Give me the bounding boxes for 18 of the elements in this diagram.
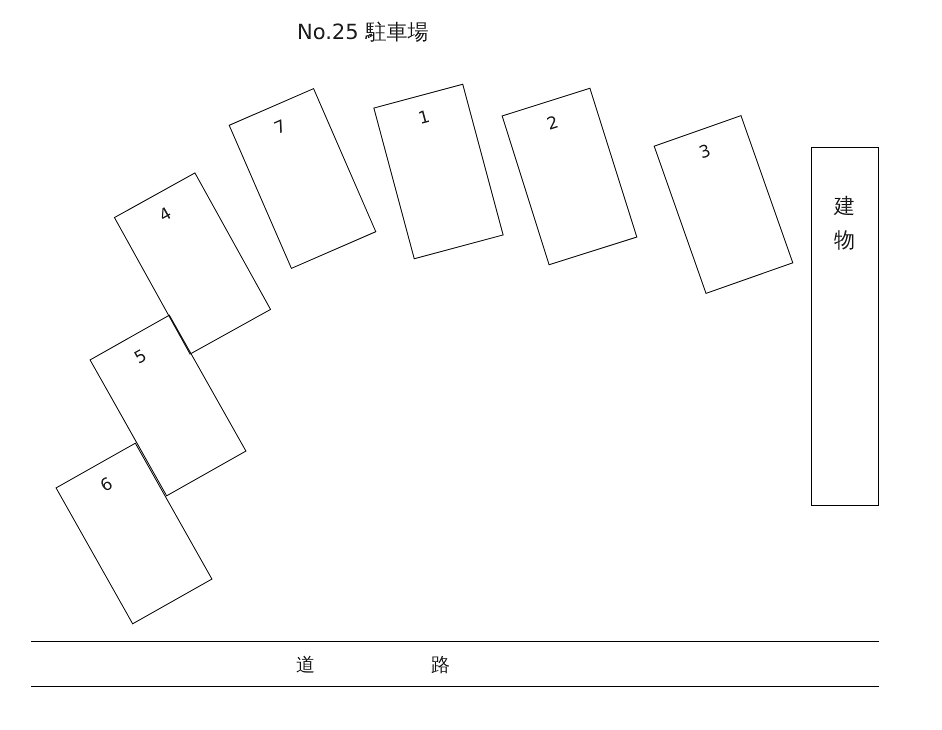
space-number: 5 [130, 344, 152, 370]
parking-space [89, 314, 247, 496]
parking-space [501, 87, 637, 265]
parking-space [653, 115, 793, 294]
space-number: 2 [543, 110, 562, 136]
building-label: 建物 [834, 193, 855, 254]
parking-space [373, 84, 504, 260]
space-number: 3 [695, 140, 714, 166]
road-band [31, 641, 879, 687]
road-label: 道 路 [296, 653, 450, 678]
parking-space [55, 442, 213, 624]
space-number: 4 [155, 202, 176, 228]
space-number: 6 [96, 472, 118, 498]
space-number: 1 [415, 106, 433, 131]
space-number: 7 [270, 114, 290, 140]
building-box [811, 147, 879, 506]
parking-space [228, 87, 376, 269]
diagram-title: No.25 駐車場 [297, 19, 428, 46]
